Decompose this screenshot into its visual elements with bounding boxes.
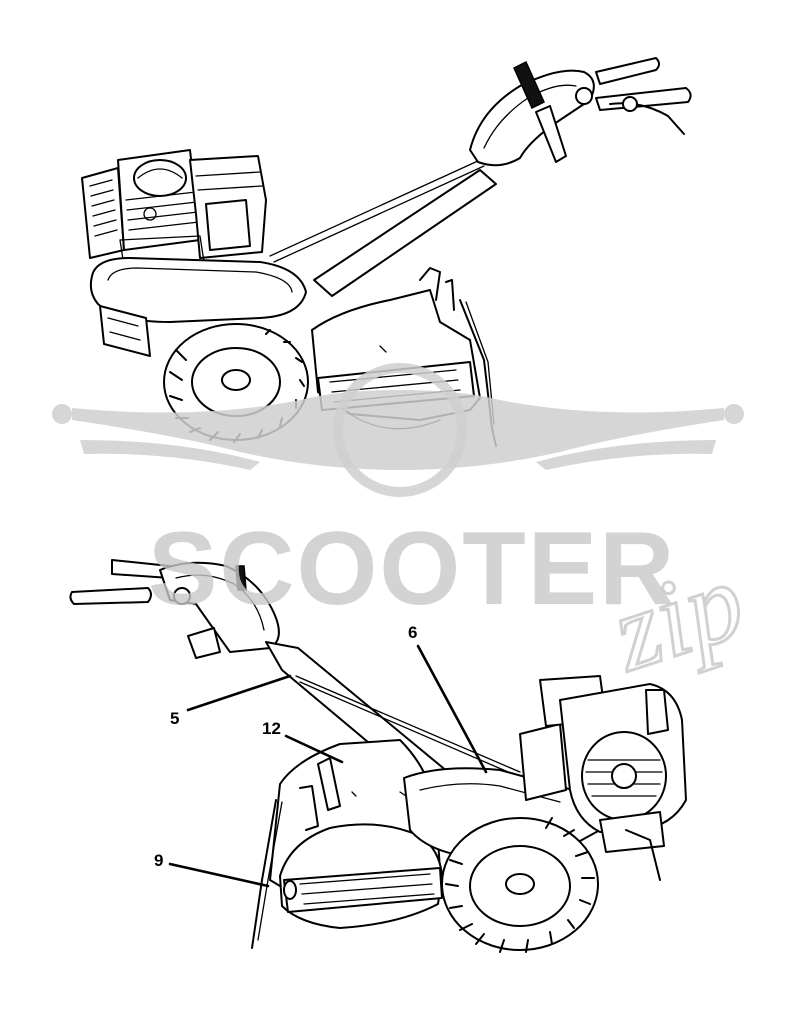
tiller-left-view xyxy=(81,57,692,447)
watermark-brand: SCOOTER xyxy=(148,511,676,627)
callout-5: 5 xyxy=(170,674,292,728)
callout-9-label: 9 xyxy=(154,851,163,870)
callout-12: 12 xyxy=(262,719,344,764)
engine-bottom xyxy=(519,675,687,881)
callout-6-label: 6 xyxy=(408,623,417,642)
tine-hood-bottom xyxy=(251,739,443,949)
tiller-right-view xyxy=(69,559,687,953)
callout-6: 6 xyxy=(408,623,488,774)
callout-12-label: 12 xyxy=(262,719,281,738)
callout-5-label: 5 xyxy=(170,709,179,728)
watermark: SCOOTER zip xyxy=(52,363,759,696)
engine-top xyxy=(81,149,267,267)
hood-top xyxy=(89,257,307,323)
callout-9: 9 xyxy=(154,851,270,888)
handlebar-top xyxy=(269,57,692,297)
wheel-bottom xyxy=(441,817,599,953)
